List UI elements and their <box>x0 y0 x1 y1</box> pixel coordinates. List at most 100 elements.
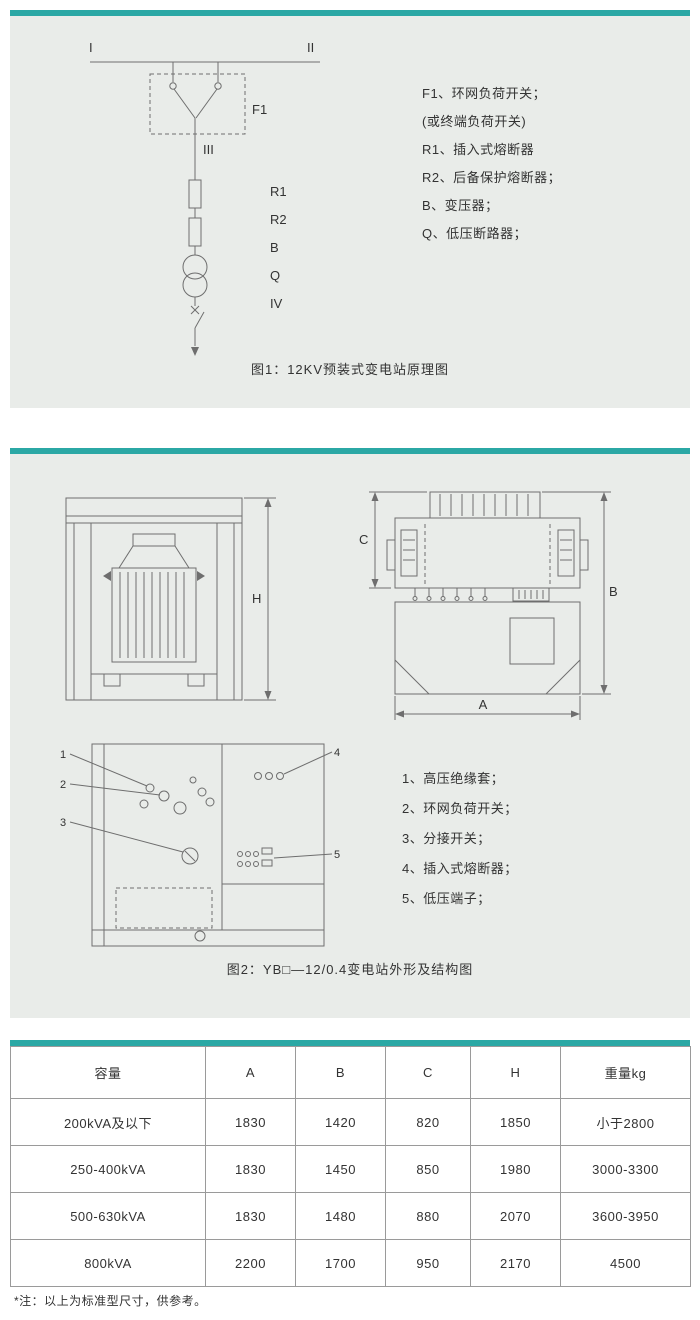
dimension-a: A <box>394 696 581 720</box>
label-iv: IV <box>270 296 283 311</box>
label-r1: R1 <box>270 184 287 199</box>
table-cell: 1450 <box>295 1145 386 1193</box>
legend-item: F1、环网负荷开关； <box>422 86 547 101</box>
table-cell: 950 <box>385 1239 471 1287</box>
dimension-b: B <box>542 491 618 695</box>
table-cell: 850 <box>385 1145 471 1193</box>
breaker-symbol <box>190 305 205 356</box>
lv-terminals <box>237 847 273 867</box>
callouts: 1 2 3 4 5 <box>60 747 340 861</box>
fuse-symbol-r2 <box>188 217 202 255</box>
figure1-caption: 图1：12KV预装式变电站原理图 <box>250 362 450 377</box>
table-cell: 1980 <box>470 1145 561 1193</box>
figure2-front-view: H <box>65 497 276 701</box>
table-header-row: 容量 A B C H 重量kg <box>10 1046 691 1099</box>
table-cell: 1830 <box>205 1098 296 1146</box>
figure1-panel: I II F1 III <box>10 10 690 408</box>
col-header-b: B <box>295 1046 386 1099</box>
figure2-side-view: C B A <box>359 491 618 720</box>
legend-item: 2、环网负荷开关； <box>402 801 518 816</box>
table-row: 200kVA及以下 1830 1420 820 1850 小于2800 <box>10 1098 691 1146</box>
figure1-legend: F1、环网负荷开关； (或终端负荷开关) R1、插入式熔断器 R2、后备保护熔断… <box>422 80 561 248</box>
legend-item: R2、后备保护熔断器； <box>422 170 562 185</box>
transformer-symbol <box>182 254 208 306</box>
dimensions-table-section: 容量 A B C H 重量kg 200kVA及以下 1830 1420 820 … <box>10 1040 691 1287</box>
legend-item: 1、高压绝缘套； <box>402 771 505 786</box>
label-bus-i: I <box>89 40 93 55</box>
table-row: 500-630kVA 1830 1480 880 2070 3600-3950 <box>10 1192 691 1240</box>
table-cell: 1830 <box>205 1145 296 1193</box>
callout-5: 5 <box>334 849 340 861</box>
dim-label-h: H <box>252 591 261 606</box>
enclosure-outline <box>65 497 243 701</box>
dim-label-c: C <box>359 532 368 547</box>
table-cell: 820 <box>385 1098 471 1146</box>
label-iii: III <box>203 142 214 157</box>
legend-item: (或终端负荷开关) <box>422 114 527 129</box>
bushings-row <box>412 587 550 602</box>
upper-body <box>386 517 589 589</box>
figure2-panel: H <box>10 448 690 1018</box>
footnote: *注：以上为标准型尺寸，供参考。 <box>14 1294 207 1308</box>
col-header-c: C <box>385 1046 471 1099</box>
table-cell: 500-630kVA <box>10 1192 206 1240</box>
table-cell: 1850 <box>470 1098 561 1146</box>
table-row: 250-400kVA 1830 1450 850 1980 3000-3300 <box>10 1145 691 1193</box>
callout-4: 4 <box>334 747 340 759</box>
base-area <box>115 887 213 942</box>
label-r2: R2 <box>270 212 287 227</box>
table-cell: 1480 <box>295 1192 386 1240</box>
fuse-symbol-r1 <box>188 179 202 218</box>
figure2-structure-view: 1 2 3 4 5 <box>60 743 340 947</box>
col-header-capacity: 容量 <box>10 1046 206 1099</box>
table-row: 800kVA 2200 1700 950 2170 4500 <box>10 1239 691 1287</box>
hv-components <box>139 772 284 865</box>
table-cell: 2200 <box>205 1239 296 1287</box>
dim-label-a: A <box>479 697 488 712</box>
label-f1: F1 <box>252 102 267 117</box>
table-cell: 1700 <box>295 1239 386 1287</box>
legend-item: 3、分接开关； <box>402 831 491 846</box>
dim-label-b: B <box>609 584 618 599</box>
table-cell: 1420 <box>295 1098 386 1146</box>
table-cell: 3000-3300 <box>560 1145 691 1193</box>
legend-item: 5、低压端子； <box>402 891 491 906</box>
cabinet-outline <box>91 743 325 947</box>
callout-3: 3 <box>60 817 66 829</box>
col-header-a: A <box>205 1046 296 1099</box>
label-q: Q <box>270 268 280 283</box>
table-cell: 1830 <box>205 1192 296 1240</box>
table-cell: 3600-3950 <box>560 1192 691 1240</box>
ring-main-switch-symbol: F1 <box>149 62 267 135</box>
dimension-h: H <box>244 497 276 701</box>
lower-body <box>394 601 581 695</box>
dimensions-table: 容量 A B C H 重量kg 200kVA及以下 1830 1420 820 … <box>10 1046 691 1287</box>
roof-cap <box>429 491 541 519</box>
feeder-line: III <box>194 118 214 180</box>
dimension-c: C <box>359 491 427 589</box>
callout-1: 1 <box>60 749 66 761</box>
table-cell: 800kVA <box>10 1239 206 1287</box>
table-cell: 小于2800 <box>560 1098 691 1146</box>
busbar: I II <box>89 40 320 63</box>
transformer-front <box>91 533 217 687</box>
table-cell: 250-400kVA <box>10 1145 206 1193</box>
legend-item: Q、低压断路器； <box>422 226 528 241</box>
label-b: B <box>270 240 279 255</box>
label-bus-ii: II <box>307 40 314 55</box>
figure2-legend: 1、高压绝缘套； 2、环网负荷开关； 3、分接开关； 4、插入式熔断器； 5、低… <box>402 764 518 914</box>
table-cell: 2170 <box>470 1239 561 1287</box>
figure2-caption: 图2：YB□—12/0.4变电站外形及结构图 <box>226 962 474 977</box>
symbol-label-column: R1 R2 B Q IV <box>270 184 287 311</box>
legend-item: B、变压器； <box>422 198 499 213</box>
col-header-weight: 重量kg <box>560 1046 691 1099</box>
callout-2: 2 <box>60 779 66 791</box>
table-cell: 200kVA及以下 <box>10 1098 206 1146</box>
table-cell: 880 <box>385 1192 471 1240</box>
table-cell: 2070 <box>470 1192 561 1240</box>
figure1-circuit-diagram: I II F1 III <box>89 40 320 356</box>
legend-item: R1、插入式熔断器 <box>422 142 535 157</box>
col-header-h: H <box>470 1046 561 1099</box>
table-cell: 4500 <box>560 1239 691 1287</box>
